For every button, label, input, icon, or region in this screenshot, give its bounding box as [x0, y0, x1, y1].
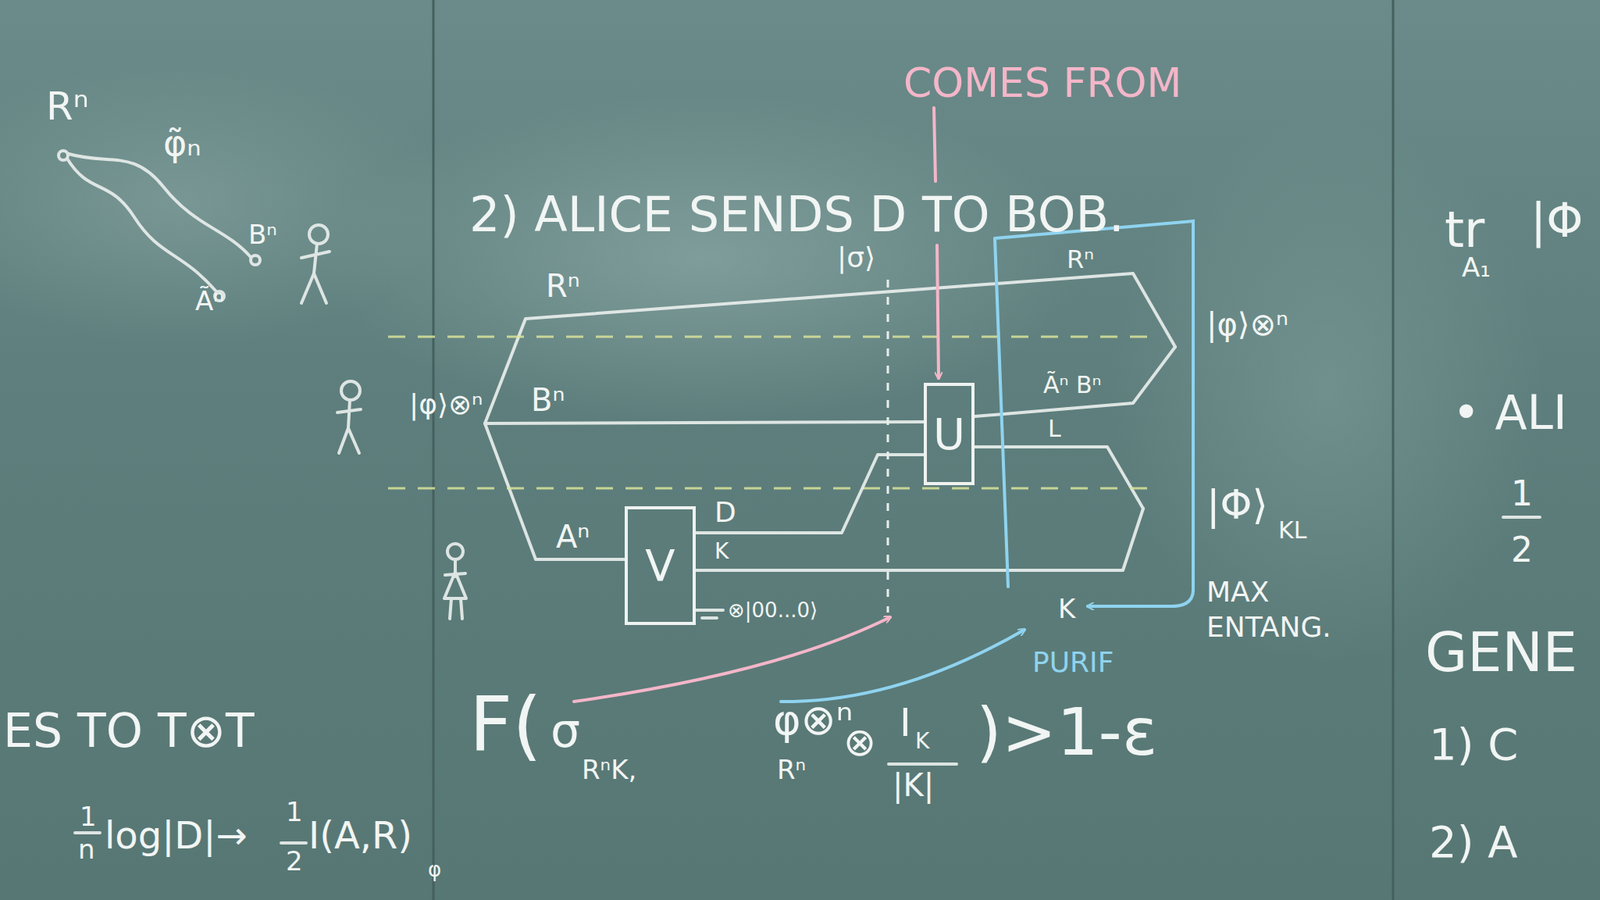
- chalk-label: I(A,R): [308, 816, 413, 854]
- chalk-label: φ: [427, 858, 442, 880]
- quantum-wire: [695, 454, 924, 533]
- chalk-label: ES TO T⊗T: [3, 706, 255, 754]
- chalk-label: Rⁿ: [1066, 246, 1094, 272]
- chalk-label: K: [1058, 595, 1076, 622]
- chalk-label: tr: [1444, 204, 1485, 255]
- chalk-label: I: [899, 702, 912, 742]
- chalk-label: 1: [79, 802, 97, 830]
- operation-box: V: [624, 506, 696, 625]
- chalk-label: |Φ⟩: [1206, 484, 1269, 525]
- chalk-label: L: [1047, 416, 1062, 441]
- chalk-label: PURIF: [1032, 648, 1114, 677]
- chalk-label: σ: [550, 706, 581, 754]
- chalk-label: ⊗|00...0⟩: [727, 599, 818, 621]
- chalk-label: MAX ENTANG.: [1206, 573, 1371, 645]
- chalk-label: Rⁿ: [46, 86, 90, 126]
- chalk-label: 2) ALICE SENDS D TO BOB.: [469, 190, 1125, 239]
- chalk-label: K: [915, 730, 930, 752]
- chalk-label: 2: [1510, 532, 1533, 567]
- chalk-label: Rⁿ: [776, 755, 806, 783]
- chalk-label: 1) C: [1428, 722, 1519, 767]
- operation-box: U: [923, 382, 975, 485]
- chalk-label: log|D|→: [104, 816, 248, 854]
- chalk-wires: [58, 150, 1540, 843]
- purification-box: [780, 220, 1194, 702]
- chalk-label: Ãⁿ: [195, 287, 225, 314]
- chalk-label: )>1-ε: [976, 698, 1158, 765]
- chalk-label: 1: [285, 798, 303, 825]
- chalk-label: GENE: [1425, 624, 1578, 680]
- chalk-label: |Φ: [1530, 196, 1583, 244]
- chalk-label: |σ⟩: [837, 243, 876, 272]
- chalk-label: ⊗: [843, 722, 877, 762]
- chalk-label: Aⁿ: [555, 520, 590, 553]
- chalk-label: Bⁿ: [530, 384, 565, 416]
- chalk-label: |K|: [892, 769, 934, 801]
- cut-line: [887, 279, 890, 613]
- chalk-label: 2: [285, 847, 303, 874]
- chalk-label: 1: [1510, 476, 1533, 511]
- chalk-label: F(: [469, 687, 542, 763]
- chalk-label: Bⁿ: [248, 220, 278, 248]
- chalk-label: Rⁿ: [545, 270, 581, 302]
- chalk-label: φ̃ₙ: [163, 124, 202, 161]
- box-label: U: [933, 412, 966, 457]
- chalk-label: Ãⁿ Bⁿ: [1043, 373, 1102, 397]
- chalk-label: COMES FROM: [903, 62, 1182, 104]
- wire-label: D: [714, 498, 737, 527]
- chalk-label: n: [78, 835, 96, 863]
- party-divider: [388, 336, 1148, 489]
- box-label: V: [644, 543, 675, 588]
- chalk-label: 2) A: [1428, 819, 1519, 864]
- chalk-label: RⁿK,: [581, 755, 637, 783]
- chalk-label: • ALI: [1452, 388, 1568, 436]
- chalk-label: A₁: [1461, 253, 1491, 281]
- chalk-label: K: [714, 540, 729, 563]
- chalk-label: φ⊗ⁿ: [773, 698, 853, 742]
- chalk-label: KL: [1278, 518, 1307, 542]
- chalk-label: |φ⟩⊗ⁿ: [409, 390, 483, 419]
- chalk-label: |φ⟩⊗ⁿ: [1206, 308, 1289, 340]
